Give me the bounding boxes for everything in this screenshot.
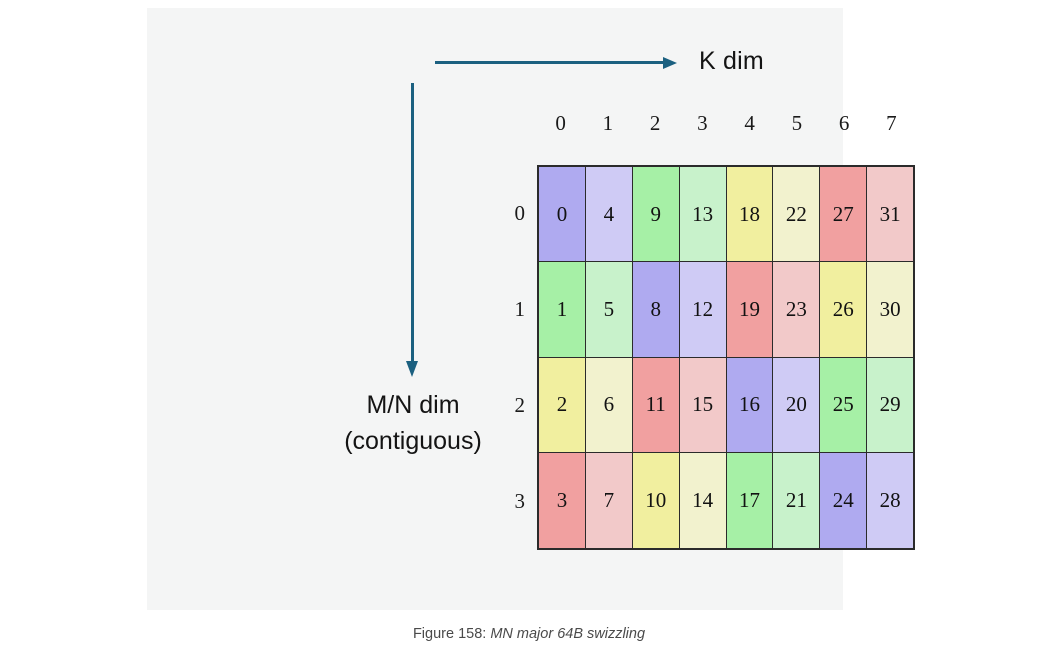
grid-cell: 18 bbox=[726, 167, 774, 263]
grid-cell: 13 bbox=[679, 167, 727, 263]
grid-cell: 21 bbox=[773, 452, 821, 548]
mn-dim-label-line2: (contiguous) bbox=[344, 426, 482, 455]
k-dim-arrow-icon bbox=[435, 57, 683, 69]
column-header-0: 0 bbox=[555, 111, 566, 135]
grid-cell: 15 bbox=[679, 357, 727, 453]
k-dim-arrow-head bbox=[663, 57, 677, 69]
grid-cell: 6 bbox=[585, 357, 633, 453]
figure-caption: Figure 158: MN major 64B swizzling bbox=[0, 626, 1058, 642]
column-header-1: 1 bbox=[602, 111, 614, 135]
column-header-3: 3 bbox=[697, 111, 708, 135]
k-dim-arrow-shaft bbox=[435, 61, 667, 65]
grid-cell: 25 bbox=[820, 357, 868, 453]
grid-cell: 10 bbox=[632, 452, 680, 548]
row-header-0: 0 bbox=[514, 200, 526, 225]
grid-cell: 1 bbox=[539, 262, 586, 358]
grid-cell: 26 bbox=[820, 262, 868, 358]
grid-cell: 4 bbox=[585, 167, 633, 263]
grid-cell: 5 bbox=[585, 262, 633, 358]
mn-dim-arrow-shaft bbox=[411, 83, 415, 365]
column-header-4: 4 bbox=[744, 111, 755, 135]
grid-cell: 11 bbox=[632, 357, 680, 453]
row-header-column: 0 1 2 3 bbox=[487, 165, 526, 550]
grid-cell: 24 bbox=[820, 452, 868, 548]
row-header-2: 2 bbox=[514, 392, 526, 417]
grid-cell: 2 bbox=[539, 357, 586, 453]
grid-cell: 19 bbox=[726, 262, 774, 358]
column-header-6: 6 bbox=[838, 111, 850, 135]
caption-prefix: Figure 158: bbox=[412, 626, 487, 642]
grid-cell: 8 bbox=[632, 262, 680, 358]
column-header-7: 7 bbox=[886, 111, 897, 135]
grid-cell: 9 bbox=[632, 167, 680, 263]
k-dim-label: K dim bbox=[699, 47, 764, 75]
grid-cell: 30 bbox=[867, 262, 913, 358]
mn-dim-arrow-icon bbox=[406, 83, 419, 379]
grid-cell: 12 bbox=[679, 262, 727, 358]
grid-cell: 20 bbox=[773, 357, 821, 453]
row-header-1: 1 bbox=[514, 296, 526, 321]
grid-cell: 16 bbox=[726, 357, 774, 453]
mn-dim-arrow-head bbox=[406, 361, 418, 377]
grid-cell: 23 bbox=[773, 262, 821, 358]
column-header-row: 0 1 2 3 4 5 6 7 bbox=[537, 111, 915, 136]
column-header-2: 2 bbox=[649, 111, 661, 135]
grid-cell: 22 bbox=[773, 167, 821, 263]
mn-dim-label-line1: M/N dim bbox=[366, 391, 460, 419]
row-header-3: 3 bbox=[514, 489, 526, 514]
grid-cell: 3 bbox=[539, 452, 586, 548]
grid-cell: 0 bbox=[539, 167, 586, 263]
grid-cell: 14 bbox=[679, 452, 727, 548]
grid-cell: 29 bbox=[867, 357, 913, 453]
caption-title: MN major 64B swizzling bbox=[490, 626, 646, 642]
grid-cell: 7 bbox=[585, 452, 633, 548]
grid-cell: 31 bbox=[867, 167, 913, 263]
grid-cell: 17 bbox=[726, 452, 774, 548]
mn-dim-label: M/N dim (contiguous) bbox=[307, 388, 519, 459]
grid-cell: 27 bbox=[820, 167, 868, 263]
column-header-5: 5 bbox=[791, 111, 803, 135]
grid-cell: 28 bbox=[867, 452, 913, 548]
